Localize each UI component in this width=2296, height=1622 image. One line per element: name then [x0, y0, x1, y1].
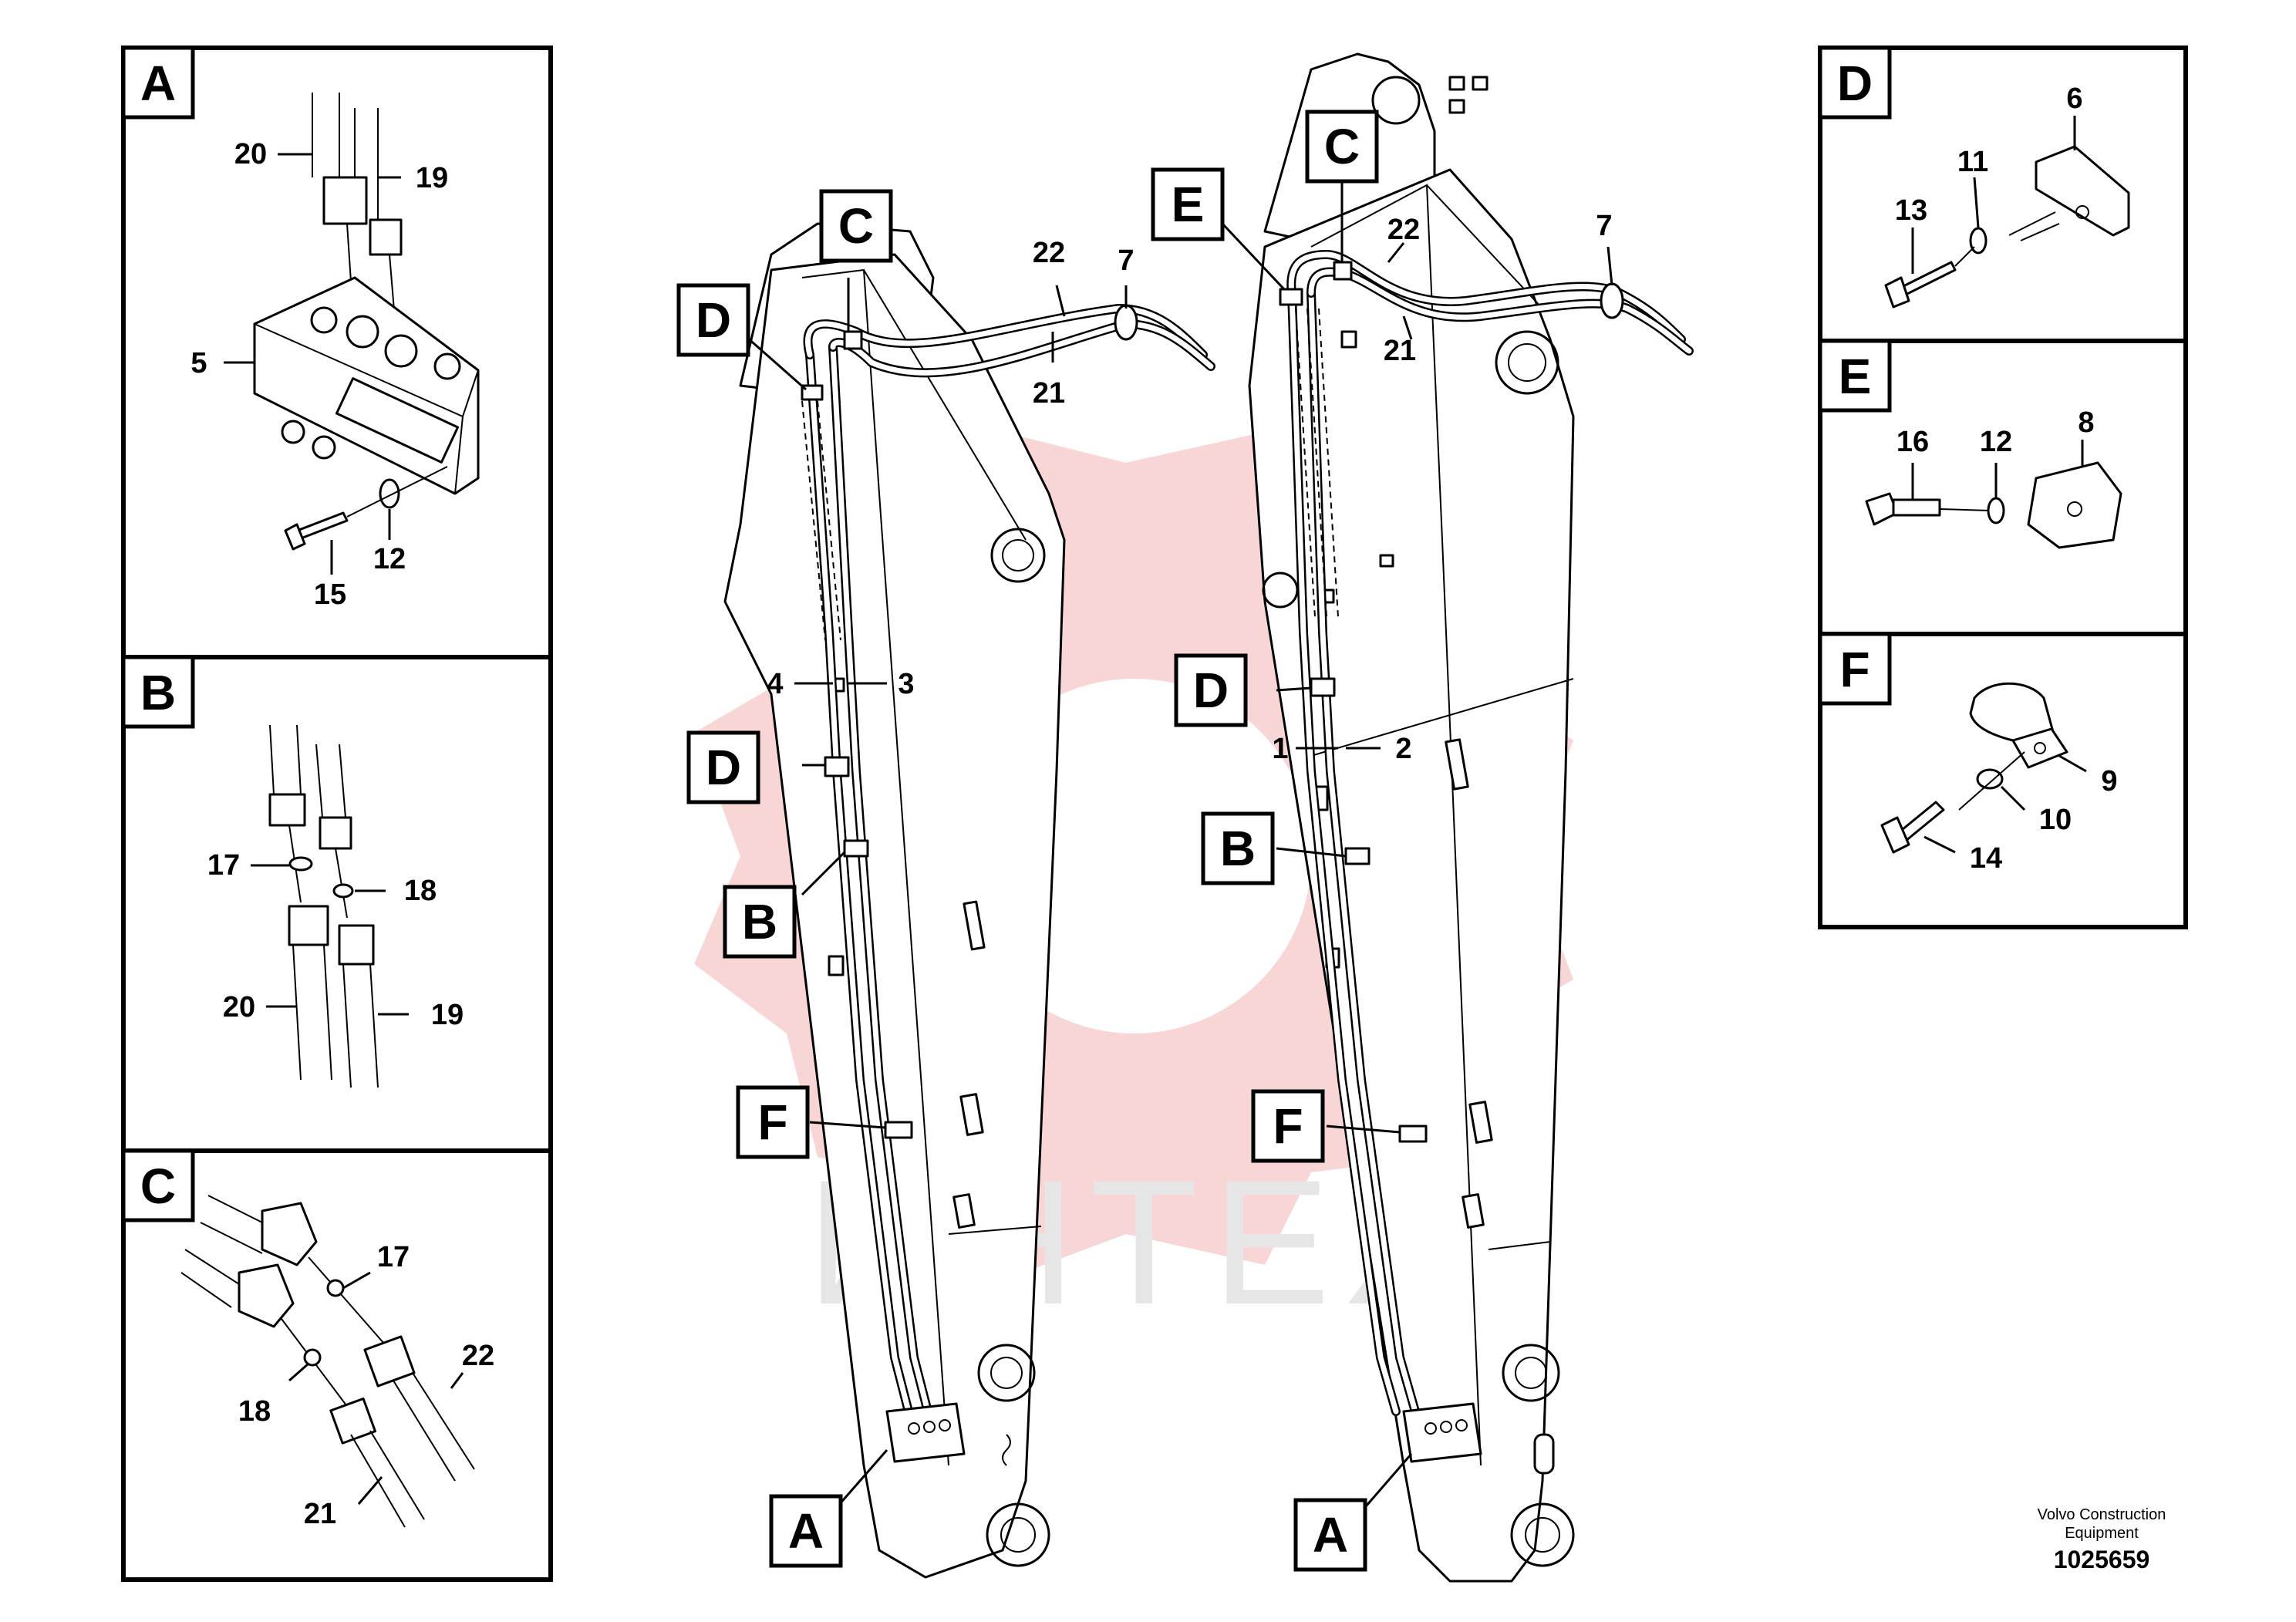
tag-right-d[interactable]: D — [1193, 663, 1229, 718]
tag-right-a[interactable]: A — [1313, 1507, 1348, 1563]
tag-right-b[interactable]: B — [1220, 821, 1256, 876]
tag-left-d-top[interactable]: D — [696, 292, 731, 348]
detail-panel-f: F 9 10 14 — [1818, 632, 2188, 929]
panel-b-label-20: 20 — [223, 991, 255, 1023]
label-right-22: 22 — [1387, 214, 1420, 246]
panel-a-label-12: 12 — [373, 543, 406, 575]
panel-b-label-17: 17 — [207, 849, 240, 882]
panel-a-letter: A — [140, 56, 176, 111]
right-boom — [1248, 52, 1694, 1583]
detail-panel-d: D 6 11 13 — [1818, 46, 2188, 343]
tag-right-f[interactable]: F — [1273, 1098, 1303, 1154]
label-left-3: 3 — [898, 668, 914, 700]
panel-b-label-18: 18 — [404, 875, 437, 907]
tag-right-c[interactable]: C — [1324, 119, 1360, 174]
footer-company-line2: Equipment — [2065, 1525, 2139, 1542]
right-boom-leaders — [1221, 177, 1613, 1512]
panel-a-label-15: 15 — [314, 578, 346, 611]
panel-f-label-14: 14 — [1970, 842, 2002, 875]
panel-e-label-12: 12 — [1980, 426, 2012, 458]
panel-c-label-17: 17 — [377, 1241, 410, 1273]
detail-panel-a: A 20 19 5 12 15 — [121, 46, 553, 659]
panel-a-label-20: 20 — [234, 138, 267, 170]
label-right-21: 21 — [1384, 335, 1416, 367]
label-right-1: 1 — [1272, 733, 1288, 765]
label-right-2: 2 — [1395, 733, 1411, 765]
panel-c-letter: C — [140, 1158, 176, 1214]
label-left-21: 21 — [1033, 377, 1065, 410]
panel-d-letter: D — [1837, 56, 1873, 111]
detail-panel-e: E 16 12 8 — [1818, 339, 2188, 636]
tag-left-d-mid[interactable]: D — [706, 740, 741, 795]
tag-left-b[interactable]: B — [742, 894, 777, 949]
panel-c-label-21: 21 — [304, 1498, 336, 1530]
footer-company: Volvo Construction Equipment — [1974, 1506, 2229, 1543]
right-boom-labels: C E 22 7 21 D 1 2 B F A — [1151, 110, 1613, 1572]
panel-d-label-13: 13 — [1895, 194, 1927, 227]
tag-left-a[interactable]: A — [788, 1503, 824, 1559]
panel-e-label-16: 16 — [1896, 426, 1929, 458]
left-boom-labels: C D 22 7 21 4 3 D B F A — [676, 189, 1135, 1568]
panel-b-letter: B — [140, 665, 176, 720]
label-right-7: 7 — [1596, 210, 1612, 242]
label-left-7: 7 — [1118, 244, 1134, 277]
panel-a-label-5: 5 — [190, 347, 207, 379]
panel-a-label-19: 19 — [416, 162, 448, 194]
footer-drawing-number: 1025659 — [2053, 1546, 2150, 1573]
panel-f-letter: F — [1839, 642, 1870, 697]
panel-e-label-8: 8 — [2078, 406, 2094, 439]
footer-company-line1: Volvo Construction — [2037, 1506, 2166, 1523]
detail-panel-c: C 17 22 18 21 — [121, 1148, 553, 1582]
left-boom — [723, 222, 1215, 1579]
panel-b-label-19: 19 — [431, 999, 464, 1031]
tag-right-e[interactable]: E — [1172, 177, 1205, 232]
panel-f-label-9: 9 — [2101, 765, 2117, 798]
panel-c-label-18: 18 — [238, 1395, 271, 1428]
panel-d-label-6: 6 — [2066, 83, 2082, 115]
panel-c-label-22: 22 — [462, 1340, 494, 1372]
panel-d-label-11: 11 — [1957, 146, 1988, 178]
panel-f-label-10: 10 — [2039, 804, 2072, 836]
label-left-22: 22 — [1033, 237, 1065, 269]
detail-panel-b: B 17 18 20 19 — [121, 655, 553, 1153]
panel-e-letter: E — [1839, 349, 1872, 404]
tag-left-c[interactable]: C — [838, 198, 874, 254]
tag-left-f[interactable]: F — [757, 1094, 787, 1150]
label-left-4: 4 — [767, 668, 783, 700]
